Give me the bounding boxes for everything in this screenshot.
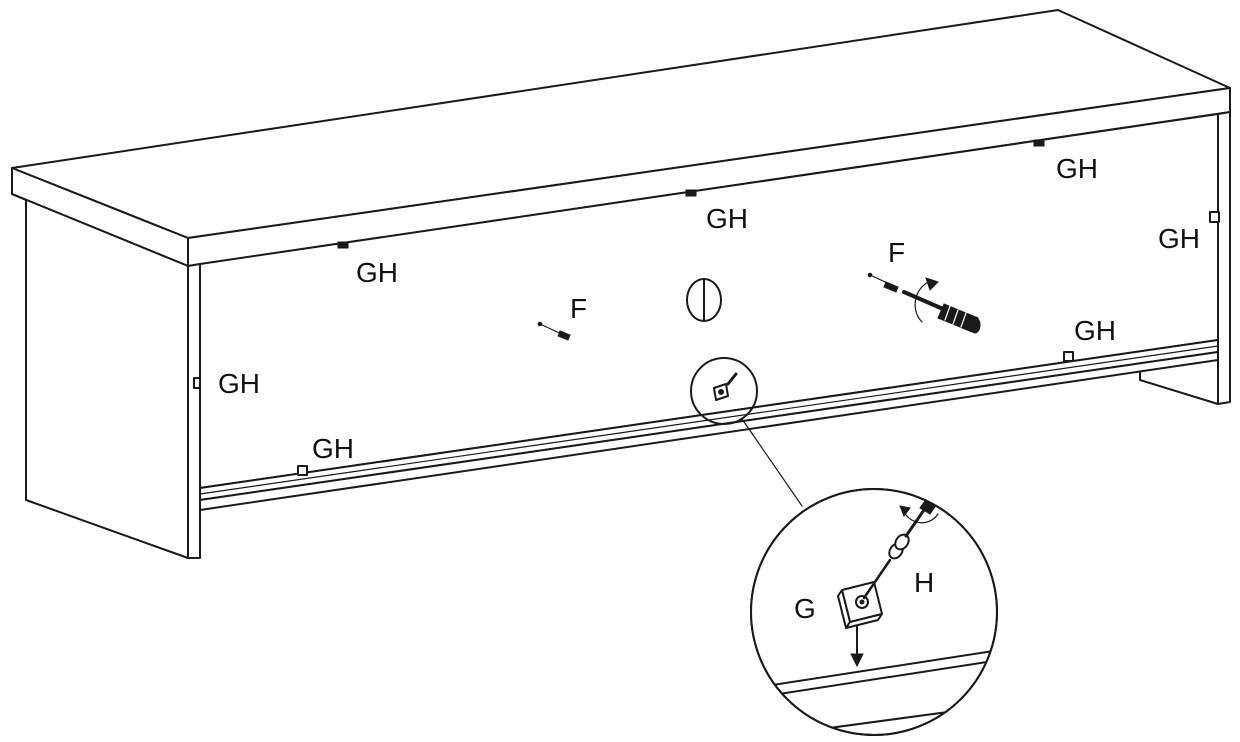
detail-view xyxy=(750,488,998,736)
cabinet xyxy=(11,9,1231,559)
connector-marker xyxy=(193,377,201,389)
screw-f-left xyxy=(537,321,571,341)
connector-marker xyxy=(1063,351,1074,362)
bracket-spot xyxy=(713,372,738,401)
label-gh-top-left: GH xyxy=(356,257,398,288)
bottom-rail-front xyxy=(199,351,1219,511)
screw-f-right xyxy=(867,272,899,293)
label-gh-left-side: GH xyxy=(218,368,260,399)
screw-h xyxy=(862,533,910,600)
screwdriver-icon xyxy=(902,290,981,334)
label-f-left: F xyxy=(570,293,587,324)
callout-labels: GH GH GH GH GH GH GH F F G H xyxy=(218,153,1200,624)
detail-rotation-arrow-icon xyxy=(899,505,939,524)
connector-marker xyxy=(1033,139,1045,147)
right-side-panel xyxy=(1217,111,1231,405)
label-gh-top-middle: GH xyxy=(706,203,748,234)
label-h: H xyxy=(914,567,934,598)
label-gh-top-right: GH xyxy=(1056,153,1098,184)
rotation-arrow-icon xyxy=(914,277,939,323)
label-g: G xyxy=(794,593,816,624)
left-side-panel xyxy=(11,193,189,559)
connector-markers xyxy=(193,139,1220,476)
magnifier-source-circle xyxy=(690,357,758,425)
down-arrow-icon xyxy=(850,625,864,668)
label-gh-bottom-left: GH xyxy=(312,433,354,464)
connector-marker xyxy=(337,241,349,249)
magnifier xyxy=(690,357,803,507)
connector-marker xyxy=(685,189,697,197)
connector-marker xyxy=(297,465,308,476)
cable-hole xyxy=(686,278,722,322)
label-gh-right-side: GH xyxy=(1158,223,1200,254)
label-f-right: F xyxy=(888,237,905,268)
label-gh-bottom-right: GH xyxy=(1074,315,1116,346)
left-side-panel-edge xyxy=(187,263,201,559)
magnifier-leader-line xyxy=(741,418,803,507)
connector-marker xyxy=(1209,211,1220,223)
